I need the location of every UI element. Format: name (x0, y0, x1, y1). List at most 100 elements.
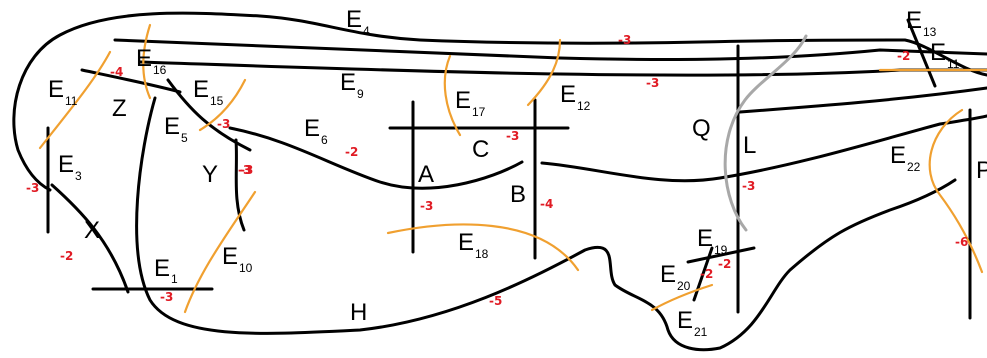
weight-e6: -2 (345, 145, 358, 159)
weight-e10: -3 (240, 163, 253, 177)
region-z-label: Z (112, 95, 127, 122)
region-l-label: L (743, 132, 756, 159)
svg-text:E: E (222, 243, 238, 270)
x-diagonal (50, 183, 130, 294)
svg-text:15: 15 (210, 94, 224, 108)
region-y-label: Y (202, 161, 218, 188)
svg-text:21: 21 (694, 325, 708, 339)
svg-text:9: 9 (357, 87, 364, 101)
region-b-label: B (510, 181, 526, 208)
weight-e15: -3 (238, 163, 251, 177)
svg-text:16: 16 (153, 63, 167, 77)
weight-e19: -2 (718, 257, 731, 271)
svg-text:E: E (58, 151, 74, 178)
svg-text:E: E (340, 69, 356, 96)
svg-text:E: E (697, 225, 713, 252)
weight-e3: -3 (26, 181, 39, 195)
svg-text:13: 13 (923, 25, 937, 39)
weight-e13: -2 (897, 49, 910, 63)
e17-cut (443, 54, 462, 137)
svg-text:22: 22 (907, 160, 921, 174)
svg-text:E: E (930, 39, 946, 66)
svg-text:6: 6 (321, 133, 328, 147)
svg-text:E: E (193, 76, 209, 103)
svg-text:E: E (346, 6, 362, 33)
weight-e20: -2 (700, 267, 713, 281)
region-h-label: H (350, 299, 367, 326)
svg-text:E: E (677, 307, 693, 334)
svg-text:E: E (304, 115, 320, 142)
svg-text:E: E (136, 45, 152, 72)
svg-text:11: 11 (947, 57, 960, 71)
upper-inner-curve (113, 38, 987, 62)
svg-text:18: 18 (475, 247, 489, 261)
region-a-label: A (418, 161, 434, 188)
svg-text:11: 11 (65, 94, 78, 108)
weight-e17: -3 (506, 129, 519, 143)
e22-cut (928, 108, 984, 274)
svg-text:10: 10 (239, 261, 253, 275)
e15-cut (198, 78, 247, 132)
svg-text:E: E (154, 255, 170, 282)
svg-text:E: E (164, 113, 180, 140)
svg-text:E: E (560, 81, 576, 108)
svg-text:E: E (455, 87, 471, 114)
weight-e1: -3 (160, 290, 173, 304)
weight-e9: -3 (646, 76, 659, 90)
svg-text:20: 20 (677, 279, 691, 293)
svg-text:E: E (890, 142, 906, 169)
svg-text:3: 3 (75, 169, 82, 183)
svg-text:E: E (48, 76, 64, 103)
svg-text:5: 5 (181, 131, 188, 145)
weight-e4: -3 (618, 33, 631, 47)
e19-line (686, 246, 756, 264)
upper-inner-curve-2 (138, 60, 987, 77)
svg-text:E: E (906, 7, 922, 34)
e20-line (692, 246, 714, 302)
e12-cut (526, 38, 562, 107)
e18-cut (386, 223, 580, 272)
region-c-label: C (472, 136, 489, 163)
region-x-label: X (84, 217, 100, 244)
weight-e12: -4 (110, 65, 123, 79)
e11-cut (38, 50, 112, 150)
right-inner-curve (738, 86, 987, 114)
e10-cut (183, 190, 257, 314)
weight-e22: -6 (955, 235, 968, 249)
svg-text:E: E (458, 229, 474, 256)
q-gray-cut (723, 34, 808, 232)
weight-l: -3 (742, 179, 755, 193)
weight-e18: -5 (489, 294, 502, 308)
e16-line (80, 68, 182, 94)
e21-cut (650, 283, 714, 312)
weight-e5: -3 (217, 117, 230, 131)
outer-boundary-curve (12, 11, 987, 192)
e16-cut (142, 23, 152, 100)
y-line (234, 138, 246, 232)
weight-b: -4 (540, 197, 553, 211)
svg-text:19: 19 (714, 243, 728, 257)
svg-text:17: 17 (472, 105, 486, 119)
svg-text:E: E (660, 261, 676, 288)
region-q-label: Q (692, 115, 711, 142)
weight-a: -3 (420, 199, 433, 213)
bottom-boundary-curve (135, 96, 957, 352)
middle-curve-right (540, 114, 987, 183)
